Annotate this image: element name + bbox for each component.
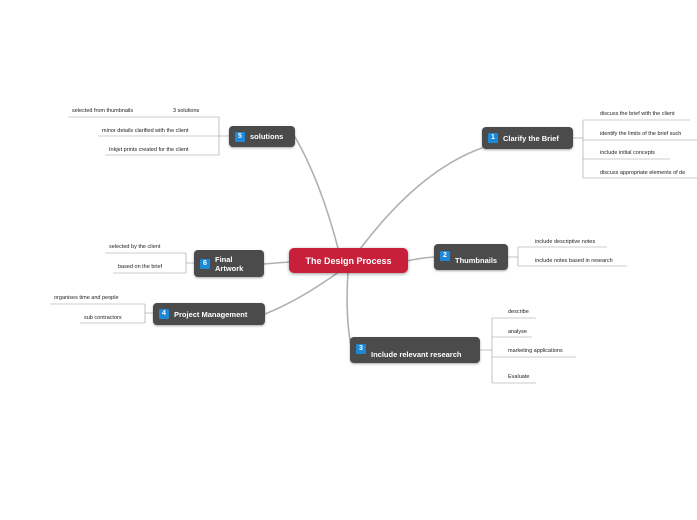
subtopic[interactable]: include descriptive notes [535,239,596,245]
topic-thumbnails[interactable]: 2 Thumbnails [434,244,508,270]
number-badge-icon: 3 [356,344,366,354]
subtopic[interactable]: analyse [508,329,527,335]
subtopic[interactable]: describe [508,309,529,315]
subtopic[interactable]: discuss appropriate elements of de [600,170,686,176]
subtopic[interactable]: discuss the brief with the client [600,111,675,117]
number-badge-icon: 1 [488,133,498,143]
topic-label: Include relevant research [371,350,462,359]
subtopic[interactable]: selected from thumbnails [72,108,134,114]
subtopic[interactable]: marketing applications [508,348,563,354]
number-badge-icon: 6 [200,258,210,269]
subtopic[interactable]: Inkjet prints created for the client [109,147,189,153]
central-topic[interactable]: The Design Process [289,248,408,273]
topic-project-management[interactable]: 4 Project Management [153,303,265,325]
subtopic[interactable]: Evaluate [508,374,530,380]
subtopic[interactable]: sub contractors [84,315,122,321]
topic-label: solutions [250,132,284,141]
subtopic[interactable]: identify the limits of the brief such [600,131,682,137]
topic-label-line: Final [215,254,233,264]
number-badge-icon: 4 [159,309,169,319]
topic-label-line: Artwork [215,263,244,273]
subtopic[interactable]: organises time and people [54,295,119,301]
number-badge-icon: 2 [440,251,450,261]
topic-final-artwork[interactable]: 6 Final Artwork [194,250,264,277]
central-topic-label: The Design Process [305,255,392,266]
subtopic[interactable]: minor details clarified with the client [102,128,189,134]
subtopic[interactable]: include notes based in research [535,258,613,264]
topic-label: Project Management [174,309,248,319]
topic-clarify-brief[interactable]: 1 Clarify the Brief [482,127,573,149]
subtopic[interactable]: selected by the client [109,244,161,250]
topic-solutions[interactable]: 5 solutions [229,126,295,147]
subtopic[interactable]: based on the brief [118,264,163,270]
subtopic[interactable]: 3 solutions [173,108,200,114]
topic-include-research[interactable]: 3 Include relevant research [350,337,480,363]
topic-label: Thumbnails [455,256,498,265]
topic-label: Clarify the Brief [503,133,559,143]
topic-label: Final Artwork [215,255,243,273]
subtopic[interactable]: include initial concepts [600,150,656,156]
number-badge-icon: 5 [235,131,245,142]
